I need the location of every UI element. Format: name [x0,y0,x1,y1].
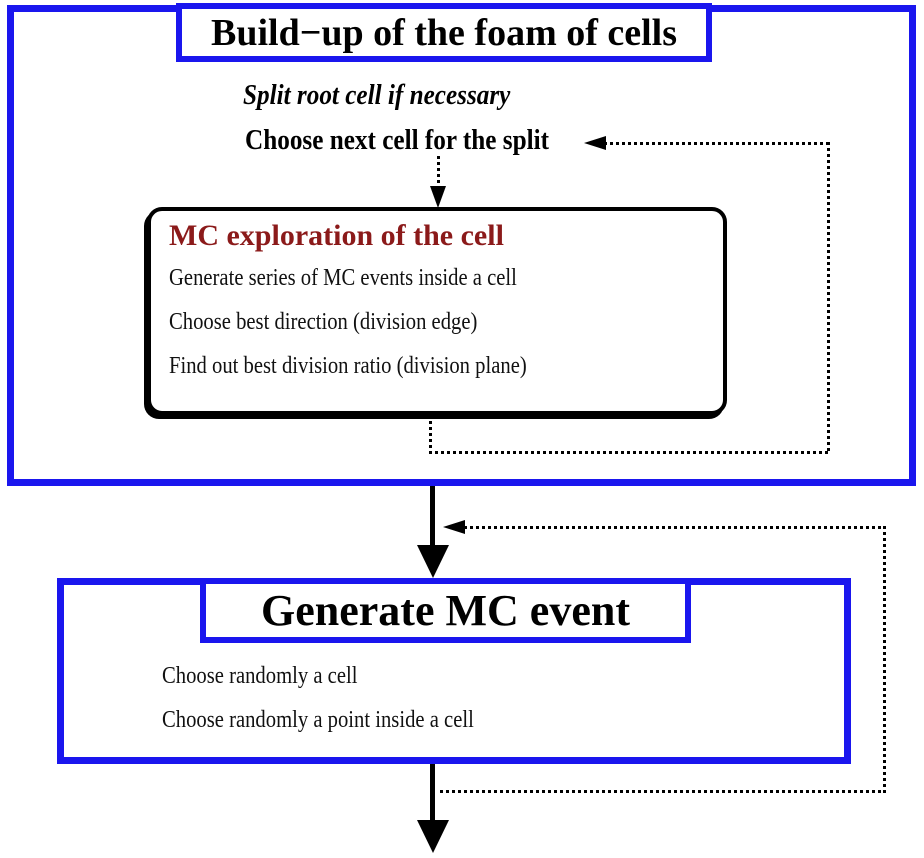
exploration-step-1: Generate series of MC events inside a ce… [169,265,517,291]
loop-b-right-line [883,526,886,793]
generate-title: Generate MC event [261,586,630,635]
split-root-note: Split root cell if necessary [243,80,511,111]
enter-exploration-line [437,156,440,188]
loop-a-right-line [827,142,830,454]
exploration-step-2: Choose best direction (division edge) [169,309,478,335]
loop-a-bottom-line [429,451,829,454]
exploration-box: MC exploration of the cell Generate seri… [147,207,727,415]
generate-step-2: Choose randomly a point inside a cell [162,707,474,733]
loop-b-top-line [464,526,886,529]
exploration-title: MC exploration of the cell [169,219,504,252]
generate-title-box: Generate MC event [200,578,691,643]
enter-exploration-arrowhead [430,186,446,208]
flow-arrow-1-line [430,486,435,548]
flow-arrow-2-line [430,764,435,822]
exploration-step-3: Find out best division ratio (division p… [169,353,527,379]
build-title-box: Build−up of the foam of cells [176,3,712,62]
generate-step-1: Choose randomly a cell [162,663,358,689]
choose-next-cell-note: Choose next cell for the split [245,125,550,156]
flow-arrow-2-head [417,820,449,853]
loop-a-top-line [604,142,829,145]
flow-arrow-1-head [417,545,449,578]
loop-b-bottom-line [440,790,886,793]
build-title: Build−up of the foam of cells [210,11,678,54]
loop-b-arrowhead-left [443,520,465,534]
loop-a-exit-line [429,415,432,453]
loop-a-arrowhead-left [584,136,606,150]
